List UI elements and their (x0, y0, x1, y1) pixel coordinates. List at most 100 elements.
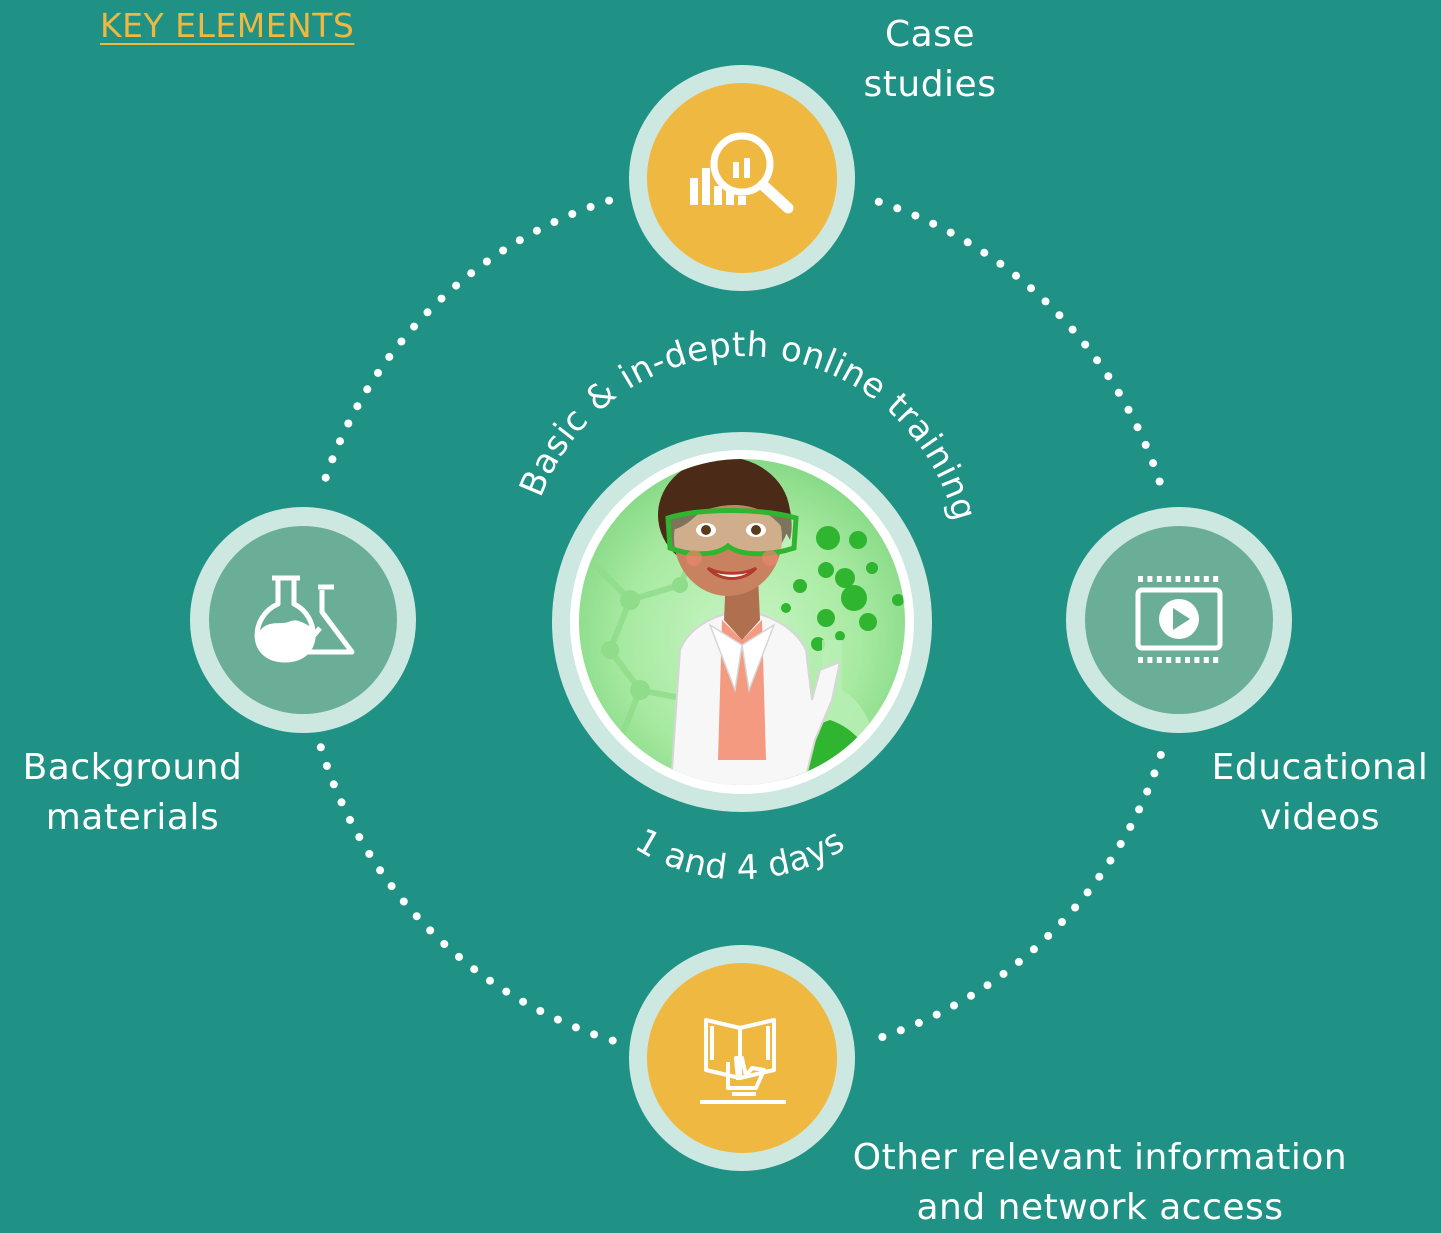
connector-dot (321, 473, 330, 482)
connector-dot (374, 368, 382, 377)
connector-dot (946, 228, 955, 237)
dotted-connector-ring (316, 196, 1165, 1045)
connector-dot (355, 833, 364, 842)
educational-videos-label: Educational videos (1211, 747, 1429, 838)
connector-dot (363, 385, 372, 394)
connector-dot (1068, 325, 1077, 334)
connector-dot (1095, 872, 1104, 881)
film-hole (1156, 657, 1162, 663)
film-hole (1166, 576, 1172, 582)
connector-dot (1141, 440, 1150, 449)
connector-dot (353, 402, 362, 411)
connector-dot (1029, 945, 1038, 954)
connector-dot (440, 940, 449, 948)
film-hole (1138, 576, 1143, 582)
connector-dot (1156, 750, 1165, 759)
connector-dot (426, 926, 435, 935)
case-studies-node (629, 65, 855, 291)
video-player-icon (1135, 576, 1223, 663)
connector-dot (1083, 888, 1092, 897)
scientist-with-flask-illustration (587, 459, 904, 785)
connector-dot (568, 210, 577, 218)
film-hole (1194, 657, 1200, 663)
connector-dot (1012, 271, 1020, 280)
educational-videos-node (1066, 507, 1292, 733)
connector-dot (1093, 356, 1102, 365)
connector-dot (996, 259, 1005, 268)
connector-dot (590, 1030, 599, 1039)
film-hole (1138, 657, 1143, 663)
connector-dot (1044, 931, 1053, 940)
connector-dot (608, 1036, 617, 1045)
connector-dot (399, 897, 408, 906)
case-studies-label: Case studies (863, 14, 997, 105)
connector-dot (914, 1018, 923, 1027)
film-hole (1147, 657, 1153, 663)
film-hole (1147, 576, 1153, 582)
connector-dot (467, 269, 476, 278)
connector-dot (328, 455, 337, 464)
background-materials-node (190, 507, 416, 733)
connector-dot (519, 997, 528, 1006)
connector-dot (878, 1033, 887, 1041)
connector-dot (1149, 459, 1158, 468)
connector-dot (515, 236, 524, 245)
film-hole (1175, 576, 1181, 582)
connector-dot (550, 218, 559, 226)
connector-dot (999, 969, 1008, 978)
connector-dot (536, 1007, 545, 1015)
film-hole (1213, 657, 1219, 663)
connector-dot (337, 798, 346, 807)
connector-dot (874, 197, 883, 206)
film-hole (1166, 657, 1172, 663)
connector-dot (1014, 957, 1023, 966)
connector-dot (412, 912, 421, 921)
connector-dot (410, 322, 419, 331)
connector-dot (437, 294, 446, 303)
connector-dot (963, 238, 972, 247)
connector-dot (586, 202, 595, 211)
background-materials-label: Background materials (22, 747, 243, 838)
film-hole (1156, 576, 1162, 582)
connector-dot (1071, 903, 1080, 912)
film-holes-top (1138, 576, 1219, 582)
connector-dot (1116, 840, 1125, 848)
connector-dot (929, 219, 938, 228)
connector-dot (553, 1015, 562, 1024)
connector-dot (376, 866, 385, 875)
connector-dot (1150, 769, 1159, 778)
connector-dot (502, 987, 511, 996)
connector-dot (932, 1010, 941, 1019)
connector-dot (1081, 340, 1090, 349)
connector-dot (455, 952, 463, 961)
connector-dot (1104, 372, 1113, 381)
connector-dot (1143, 787, 1152, 796)
connector-dot (1055, 311, 1064, 320)
connector-dot (316, 743, 325, 752)
center-arc-duration: 1 and 4 days (629, 821, 852, 889)
connector-dot (571, 1023, 580, 1032)
film-hole (1185, 657, 1190, 663)
connector-dot (1041, 297, 1050, 306)
connector-dot (605, 196, 614, 205)
connector-dot (911, 211, 920, 220)
connector-dot (967, 991, 975, 1000)
connector-dot (482, 257, 491, 266)
connector-dot (1106, 856, 1115, 865)
connector-dot (486, 976, 494, 985)
film-hole (1175, 657, 1181, 663)
connector-dot (1114, 388, 1123, 397)
flasks-icon (254, 575, 355, 663)
book-hand-icon (700, 1018, 786, 1104)
film-hole (1203, 657, 1209, 663)
connector-dot (423, 308, 432, 317)
key-elements-heading: KEY ELEMENTS (100, 6, 355, 45)
connector-dot (1135, 805, 1144, 814)
connector-dot (1124, 405, 1133, 414)
connector-dot (336, 437, 344, 446)
center-training-node: Basic & in-depth online training 1 and 4… (512, 325, 984, 889)
connector-dot (983, 981, 992, 990)
connector-dot (346, 815, 354, 824)
connector-dot (397, 337, 406, 346)
